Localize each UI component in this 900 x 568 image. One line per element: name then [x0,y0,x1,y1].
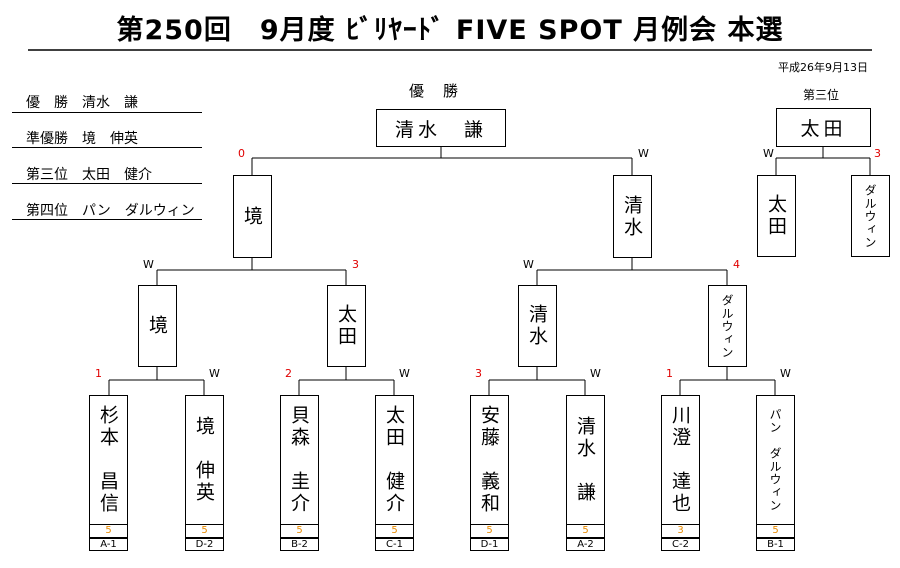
round-mark: 1 [666,367,673,380]
semi-box: 清水 [613,175,652,258]
result-rank: 準優勝 [26,131,68,147]
player-score: 5 [566,525,605,538]
third-player-name: ダルウィン [863,183,877,249]
player-name: 安藤 義和 [478,405,500,515]
player-score: 5 [756,525,795,538]
divider [12,112,202,113]
player-score: 5 [280,525,319,538]
player-name: 川澄 達也 [669,405,691,515]
divider [12,219,202,220]
quarter-name: ダルウィン [720,293,734,359]
result-row-3rd: 第三位 太田 健介 [26,164,152,184]
final-label: 優 勝 [409,82,461,100]
player-code: A-1 [89,538,128,551]
divider [12,147,202,148]
semi-box: 境 [233,175,272,258]
round-mark: W [590,367,601,380]
third-left-mark: W [763,147,774,160]
player-card: 安藤 義和 5 D-1 [470,395,509,551]
quarter-name: 太田 [335,304,357,348]
player-score: 5 [89,525,128,538]
player-name: 太田 健介 [383,405,405,515]
round-mark: 2 [285,367,292,380]
quarter-box: 境 [138,285,177,367]
result-rank: 第三位 [26,167,68,183]
semi-name: 清水 [621,194,643,239]
round-mark: W [209,367,220,380]
third-place-winner-box: 太田 [776,108,871,147]
third-place-winner: 太田 [800,118,847,140]
semi-name: 境 [241,205,263,228]
player-card: 川澄 達也 3 C-2 [661,395,700,551]
semi-1-score: 0 [238,147,245,160]
result-row-1st: 優 勝 清水 謙 [26,92,138,112]
quarter-box: ダルウィン [708,285,747,367]
result-rank: 第四位 [26,203,68,219]
player-score: 3 [661,525,700,538]
player-name: 貝森 圭介 [288,405,310,515]
player-score: 5 [470,525,509,538]
player-score: 5 [375,525,414,538]
champion-name: 清水 謙 [394,118,487,141]
result-row-4th: 第四位 パン ダルウィン [26,200,195,220]
round-mark: 1 [95,367,102,380]
player-score: 5 [185,525,224,538]
third-player-box: ダルウィン [851,175,890,257]
result-name: 太田 健介 [82,167,152,183]
player-card: 境 伸英 5 D-2 [185,395,224,551]
quarter-box: 清水 [518,285,557,367]
player-name: 清水 謙 [574,416,596,504]
round-mark: W [399,367,410,380]
player-name: パン ダルウィン [768,408,782,512]
third-right-mark: 3 [874,147,881,160]
player-code: D-2 [185,538,224,551]
player-card: 清水 謙 5 A-2 [566,395,605,551]
round-mark: 4 [733,258,740,271]
third-place-label: 第三位 [803,88,840,102]
result-name: 境 伸英 [82,131,138,147]
player-code: B-2 [280,538,319,551]
player-card: 貝森 圭介 5 B-2 [280,395,319,551]
third-player-box: 太田 [757,175,796,257]
player-code: A-2 [566,538,605,551]
champion-box: 清水 謙 [376,109,506,147]
page-title: 第250回 9月度 ﾋﾞﾘﾔｰﾄﾞ FIVE SPOT 月例会 本選 [116,15,784,46]
result-row-2nd: 準優勝 境 伸英 [26,128,138,148]
round-mark: W [523,258,534,271]
result-name: 清水 謙 [82,95,138,111]
player-card: 杉本 昌信 5 A-1 [89,395,128,551]
player-card: パン ダルウィン 5 B-1 [756,395,795,551]
result-rank: 優 勝 [26,95,68,111]
player-name: 杉本 昌信 [97,405,119,515]
semi-2-win-mark: W [638,147,649,160]
round-mark: 3 [352,258,359,271]
divider [12,183,202,184]
result-name: パン ダルウィン [82,203,195,219]
quarter-box: 太田 [327,285,366,367]
player-name: 境 伸英 [193,416,215,504]
player-card: 太田 健介 5 C-1 [375,395,414,551]
round-mark: 3 [475,367,482,380]
quarter-name: 清水 [526,304,548,348]
third-player-name: 太田 [765,194,787,238]
player-code: C-1 [375,538,414,551]
event-date: 平成26年9月13日 [778,61,868,74]
player-code: D-1 [470,538,509,551]
player-code: B-1 [756,538,795,551]
round-mark: W [143,258,154,271]
round-mark: W [780,367,791,380]
player-code: C-2 [661,538,700,551]
quarter-name: 境 [146,315,168,337]
